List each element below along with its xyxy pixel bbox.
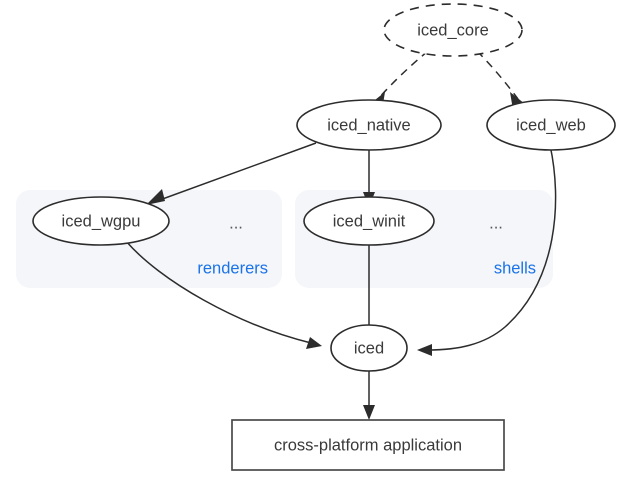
node-iced-native[interactable]: iced_native	[296, 99, 442, 151]
iced-wgpu-ellipse	[32, 196, 170, 246]
iced-winit-label: iced_winit	[333, 212, 406, 230]
shells-more-label: ...	[489, 214, 503, 232]
application-label: cross-platform application	[274, 436, 462, 454]
iced-ellipse	[330, 324, 408, 372]
iced-winit-ellipse	[303, 196, 435, 246]
node-iced-winit[interactable]: iced_winit	[303, 196, 435, 246]
node-application[interactable]: cross-platform application	[231, 419, 505, 471]
application-rect	[231, 419, 505, 471]
iced-label: iced	[354, 339, 384, 357]
cluster-label-shells: shells	[494, 259, 536, 277]
iced-native-label: iced_native	[327, 116, 410, 134]
iced-core-ellipse	[383, 3, 523, 57]
node-iced-core[interactable]: iced_core	[383, 3, 523, 57]
edge-iced-wgpu-to-iced	[124, 239, 322, 349]
edge-iced-to-application	[363, 371, 375, 420]
edge-iced-native-to-iced-wgpu	[146, 142, 317, 205]
cluster-label-renderers: renderers	[197, 259, 268, 277]
node-iced[interactable]: iced	[330, 324, 408, 372]
iced-native-ellipse	[296, 99, 442, 151]
edge-iced-web-to-iced	[417, 144, 557, 356]
iced-web-ellipse	[486, 99, 616, 151]
node-iced-wgpu[interactable]: iced_wgpu	[32, 196, 170, 246]
edge-iced-core-to-iced-web	[476, 50, 525, 110]
renderers-more-label: ...	[229, 214, 243, 232]
node-iced-web[interactable]: iced_web	[486, 99, 616, 151]
iced-web-label: iced_web	[516, 116, 586, 134]
iced-wgpu-label: iced_wgpu	[62, 212, 141, 230]
iced-core-label: iced_core	[417, 21, 489, 39]
